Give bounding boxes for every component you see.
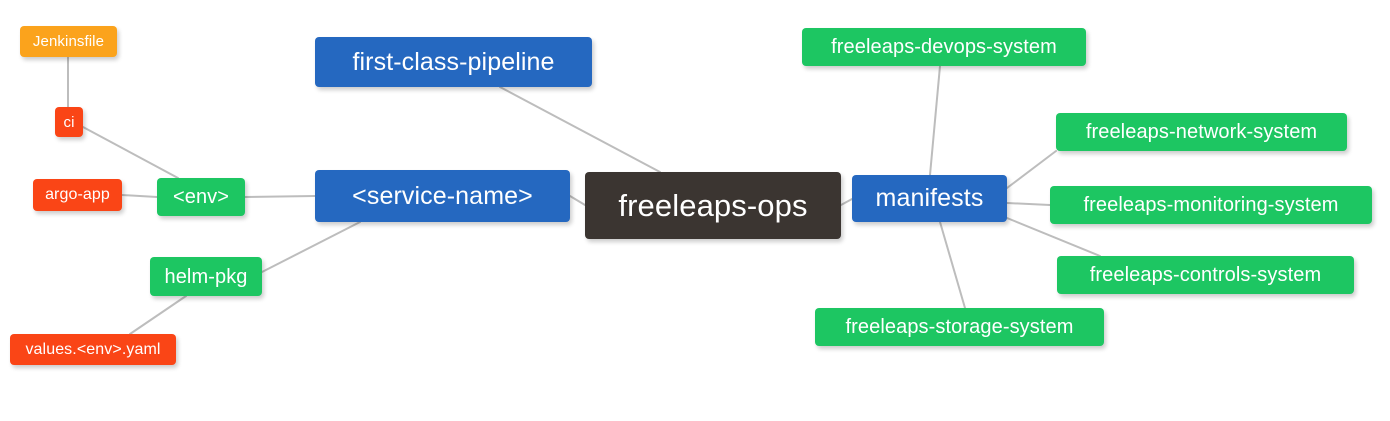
mindmap-node-label: <env> [172,186,230,208]
mindmap-node-label: freeleaps-monitoring-system [1083,194,1339,216]
mindmap-node-label: values.<env>.yaml [25,340,161,358]
mindmap-edge [569,195,586,206]
mindmap-node-label: freeleaps-storage-system [845,316,1074,338]
mindmap-node-freeleaps-controls-system[interactable]: freeleaps-controls-system [1057,256,1354,294]
mindmap-edge [261,221,361,273]
mindmap-edge [939,221,966,309]
mindmap-node-manifests[interactable]: manifests [852,175,1007,222]
mindmap-node-argo-app[interactable]: argo-app [33,179,122,211]
mindmap-node-helm-pkg[interactable]: helm-pkg [150,257,262,296]
mindmap-node-label: helm-pkg [164,265,248,288]
mindmap-node-label: ci [63,113,75,131]
mindmap-edge [82,126,179,179]
mindmap-edge [929,65,941,176]
mindmap-node-freeleaps-network-system[interactable]: freeleaps-network-system [1056,113,1347,151]
mindmap-node-label: manifests [875,184,984,212]
mindmap-node-jenkinsfile[interactable]: Jenkinsfile [20,26,117,57]
mindmap-node-label: freeleaps-devops-system [831,36,1057,58]
mindmap-edge [1006,150,1057,189]
mindmap-edge [499,86,661,173]
mindmap-node-freeleaps-devops-system[interactable]: freeleaps-devops-system [802,28,1086,66]
mindmap-node-env[interactable]: <env> [157,178,245,216]
mindmap-node-first-class-pipeline[interactable]: first-class-pipeline [315,37,592,87]
mindmap-edge [1006,202,1051,206]
mindmap-edge [1006,217,1101,257]
mindmap-node-freeleaps-ops[interactable]: freeleaps-ops [585,172,841,239]
mindmap-edge [840,198,853,206]
mindmap-node-label: first-class-pipeline [352,47,555,76]
mindmap-node-label: freeleaps-network-system [1085,121,1318,143]
mindmap-edge [121,194,158,198]
mindmap-node-ci[interactable]: ci [55,107,83,137]
mindmap-node-label: argo-app [45,186,110,203]
mindmap-edge [244,195,316,198]
mindmap-node-label: Jenkinsfile [32,33,105,50]
mindmap-node-label: freeleaps-ops [618,188,808,223]
mindmap-node-values-env-yaml[interactable]: values.<env>.yaml [10,334,176,365]
mindmap-edge [129,295,187,335]
mindmap-node-service-name[interactable]: <service-name> [315,170,570,222]
mindmap-node-label: <service-name> [352,181,533,210]
mindmap-node-label: freeleaps-controls-system [1089,264,1322,286]
mindmap-node-freeleaps-storage-system[interactable]: freeleaps-storage-system [815,308,1104,346]
mindmap-node-freeleaps-monitoring-system[interactable]: freeleaps-monitoring-system [1050,186,1372,224]
